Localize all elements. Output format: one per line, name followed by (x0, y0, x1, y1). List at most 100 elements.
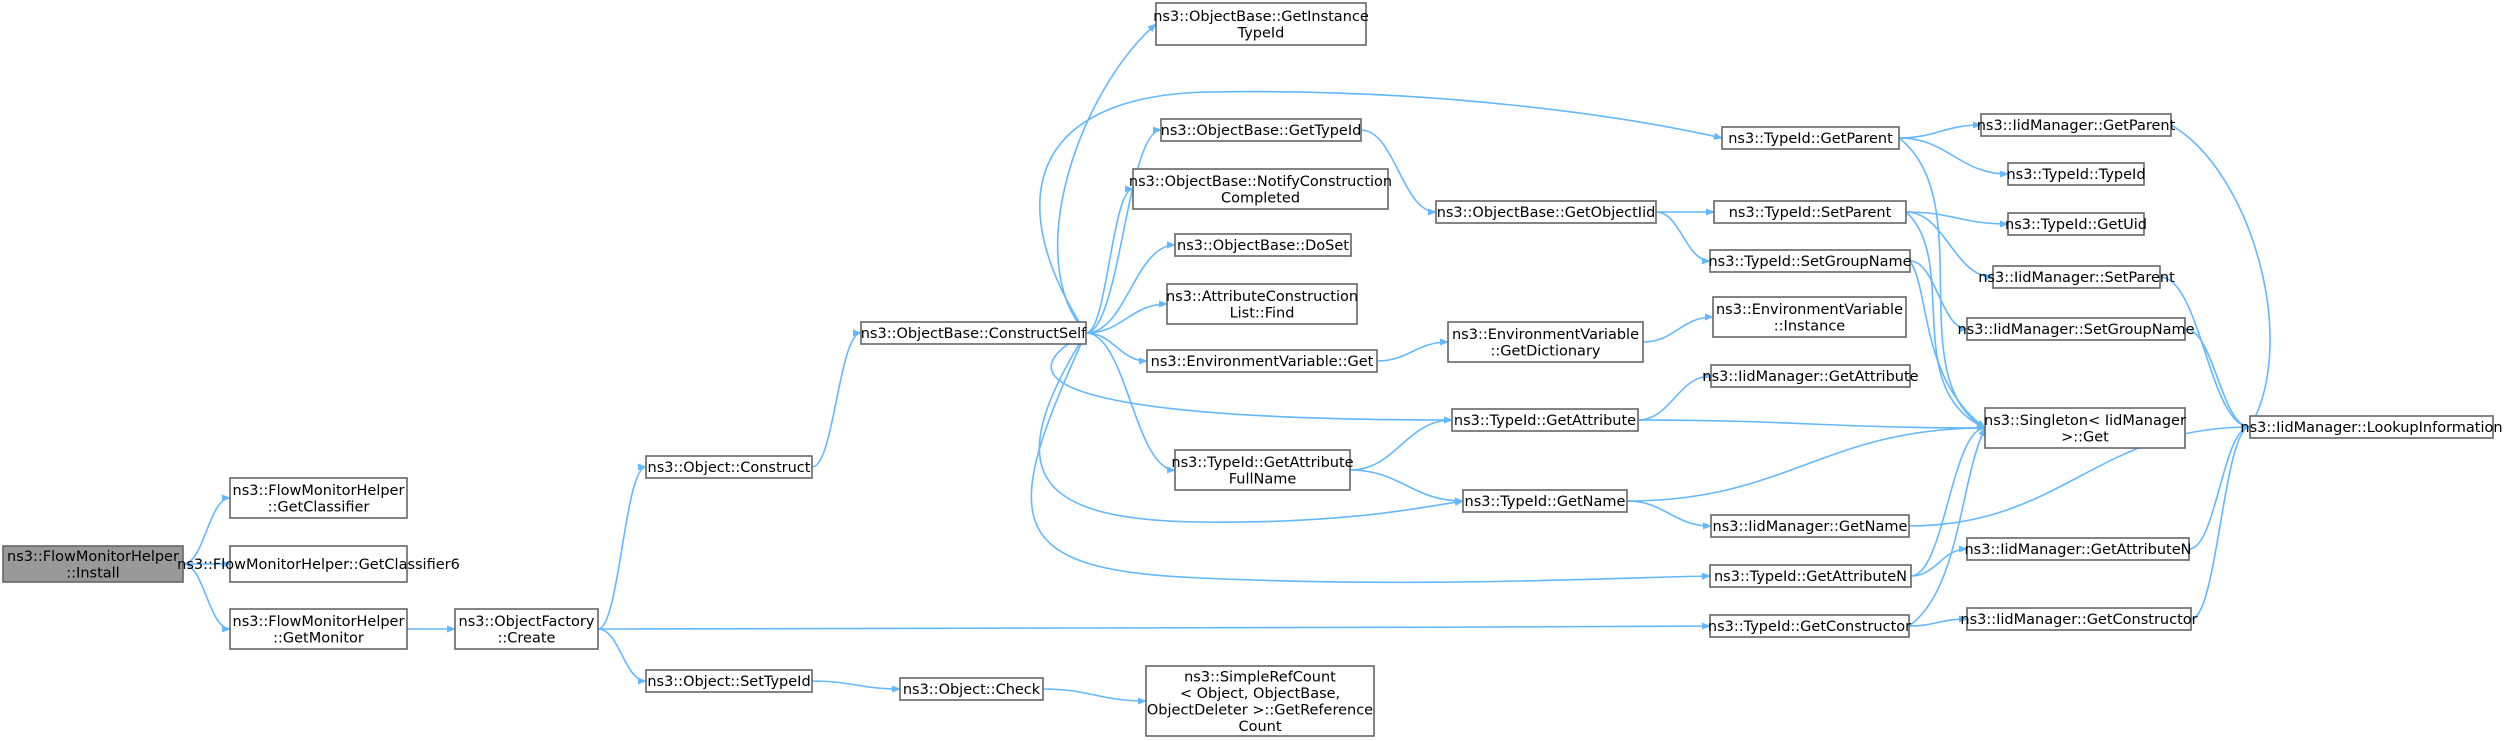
node-tidGetParent[interactable]: ns3::TypeId::GetParent (1721, 126, 1900, 150)
node-label-line: ::GetMonitor (273, 630, 364, 646)
node-box (1451, 408, 1639, 432)
node-box (1145, 665, 1375, 737)
node-iidGetAttributeN[interactable]: ns3::IidManager::GetAttributeN (1964, 537, 2192, 561)
node-label-line: ns3::ObjectBase::NotifyConstruction (1129, 174, 1392, 190)
edge-iidGetName-to-iidLookupInformation (1908, 423, 2251, 527)
edge-iidGetConstructor-to-iidLookupInformation (2190, 423, 2251, 620)
node-envInstance[interactable]: ns3::EnvironmentVariable::Instance (1712, 296, 1907, 338)
node-getObjectIid[interactable]: ns3::ObjectBase::GetObjectIid (1435, 200, 1657, 224)
node-tidGetAttribute[interactable]: ns3::TypeId::GetAttribute (1451, 408, 1639, 432)
edge-tidGetConstructor-to-iidGetConstructor (1908, 615, 1968, 627)
node-label-line: ns3::TypeId::GetAttribute (1171, 455, 1353, 471)
edge-constructSelf-to-getAttrFullName (1085, 332, 1176, 474)
node-tidGetAttributeN[interactable]: ns3::TypeId::GetAttributeN (1709, 564, 1912, 588)
node-tidTypeId[interactable]: ns3::TypeId::TypeId (2006, 162, 2146, 186)
node-doSet[interactable]: ns3::ObjectBase::DoSet (1174, 233, 1352, 257)
node-label-line: ns3::SimpleRefCount (1184, 669, 1336, 685)
node-notifyConstruction[interactable]: ns3::ObjectBase::NotifyConstructionCompl… (1129, 168, 1392, 210)
node-box (645, 669, 813, 693)
node-box (1447, 321, 1644, 363)
node-envGetDictionary[interactable]: ns3::EnvironmentVariable::GetDictionary (1447, 321, 1644, 363)
node-label-line: ns3::IidManager::LookupInformation (2240, 420, 2502, 436)
node-obGetTypeId[interactable]: ns3::ObjectBase::GetTypeId (1160, 118, 1362, 142)
node-envGet[interactable]: ns3::EnvironmentVariable::Get (1146, 349, 1378, 373)
edge-constructSelf-to-tidGetAttributeN (1030, 332, 1711, 584)
edge-tidGetAttribute-to-iidGetAttribute (1637, 372, 1712, 421)
edge-tidGetName-to-singletonGet (1626, 424, 1986, 502)
node-iidLookupInformation[interactable]: ns3::IidManager::LookupInformation (2240, 415, 2503, 439)
node-label-line: FullName (1229, 471, 1297, 487)
node-simpleRefCount[interactable]: ns3::SimpleRefCount< Object, ObjectBase,… (1145, 665, 1375, 737)
node-label-line: ns3::EnvironmentVariable (1716, 302, 1903, 318)
node-box (1166, 283, 1358, 325)
node-label-line: ::Create (498, 630, 556, 646)
edge-check-to-simpleRefCount (1042, 688, 1147, 705)
node-label-line: ns3::Object::Construct (648, 460, 811, 476)
node-label-line: ns3::Object::SetTypeId (647, 674, 810, 690)
node-iidGetName[interactable]: ns3::IidManager::GetName (1710, 514, 1910, 538)
node-box (2, 545, 184, 583)
node-box (860, 321, 1087, 345)
node-constructSelf[interactable]: ns3::ObjectBase::ConstructSelf (860, 321, 1087, 345)
edge-constructSelf-to-attrConstructionFind (1085, 300, 1168, 334)
edge-factoryCreate-to-setTypeId (597, 628, 647, 685)
node-label-line: ns3::IidManager::GetName (1713, 519, 1908, 535)
node-label-line: ns3::TypeId::SetGroupName (1708, 254, 1911, 270)
node-box (1160, 118, 1362, 142)
node-factoryCreate[interactable]: ns3::ObjectFactory::Create (454, 608, 599, 650)
node-label-line: TypeId (1237, 25, 1285, 41)
node-iidSetParent[interactable]: ns3::IidManager::SetParent (1978, 265, 2175, 289)
edge-envGet-to-envGetDictionary (1376, 338, 1449, 362)
node-getClassifier6[interactable]: ns3::FlowMonitorHelper::GetClassifier6 (177, 545, 460, 583)
node-label-line: ns3::TypeId::GetAttributeN (1714, 569, 1907, 585)
node-iidGetParent[interactable]: ns3::IidManager::GetParent (1977, 113, 2176, 137)
edge-envGetDictionary-to-envInstance (1642, 313, 1714, 343)
node-tidSetGroupName[interactable]: ns3::TypeId::SetGroupName (1708, 249, 1912, 273)
node-tidSetParent[interactable]: ns3::TypeId::SetParent (1713, 200, 1907, 224)
edge-construct-to-constructSelf (811, 329, 862, 468)
node-label-line: ObjectDeleter >::GetReference (1147, 702, 1373, 718)
node-tidGetName[interactable]: ns3::TypeId::GetName (1462, 489, 1628, 513)
node-box (2249, 415, 2494, 439)
node-install[interactable]: ns3::FlowMonitorHelper::Install (2, 545, 184, 583)
node-label-line: ::GetClassifier (268, 499, 370, 515)
edge-tidGetParent-to-iidGetParent (1898, 121, 1982, 139)
node-box (1435, 200, 1657, 224)
node-tidGetUid[interactable]: ns3::TypeId::GetUid (2005, 212, 2147, 236)
edge-constructSelf-to-obGetTypeId (1085, 126, 1162, 334)
node-label-line: ns3::TypeId::GetName (1465, 494, 1626, 510)
node-box (1146, 349, 1378, 373)
edge-iidGetParent-to-iidLookupInformation (2170, 124, 2271, 428)
node-box (2007, 162, 2145, 186)
node-iidGetAttribute[interactable]: ns3::IidManager::GetAttribute (1702, 364, 1919, 388)
node-box (899, 677, 1044, 701)
node-label-line: ns3::TypeId::GetParent (1728, 131, 1893, 147)
edge-constructSelf-to-doSet (1085, 241, 1176, 334)
node-getMonitor[interactable]: ns3::FlowMonitorHelper::GetMonitor (229, 608, 408, 650)
node-box (1966, 607, 2192, 631)
node-iidSetGroupName[interactable]: ns3::IidManager::SetGroupName (1957, 317, 2195, 341)
node-box (1966, 537, 2190, 561)
edge-constructSelf-to-notifyConstruction (1085, 185, 1134, 334)
node-iidGetConstructor[interactable]: ns3::IidManager::GetConstructor (1960, 607, 2198, 631)
node-tidGetConstructor[interactable]: ns3::TypeId::GetConstructor (1708, 614, 1911, 638)
node-label-line: >::Get (2061, 429, 2109, 445)
node-setTypeId[interactable]: ns3::Object::SetTypeId (645, 669, 813, 693)
node-box (1155, 2, 1367, 46)
node-check[interactable]: ns3::Object::Check (899, 677, 1044, 701)
node-box (1992, 265, 2161, 289)
node-construct[interactable]: ns3::Object::Construct (645, 455, 813, 479)
edge-tidSetParent-to-singletonGet (1905, 211, 1986, 429)
node-getClassifier[interactable]: ns3::FlowMonitorHelper::GetClassifier (229, 477, 408, 519)
node-box (1713, 200, 1907, 224)
node-box (1174, 233, 1352, 257)
node-singletonGet[interactable]: ns3::Singleton< IidManager>::Get (1984, 407, 2186, 449)
node-box (229, 545, 408, 583)
node-label-line: ns3::TypeId::TypeId (2006, 167, 2145, 183)
edge-constructSelf-to-tidGetName (1038, 332, 1464, 523)
edge-iidSetParent-to-iidLookupInformation (2159, 276, 2251, 431)
